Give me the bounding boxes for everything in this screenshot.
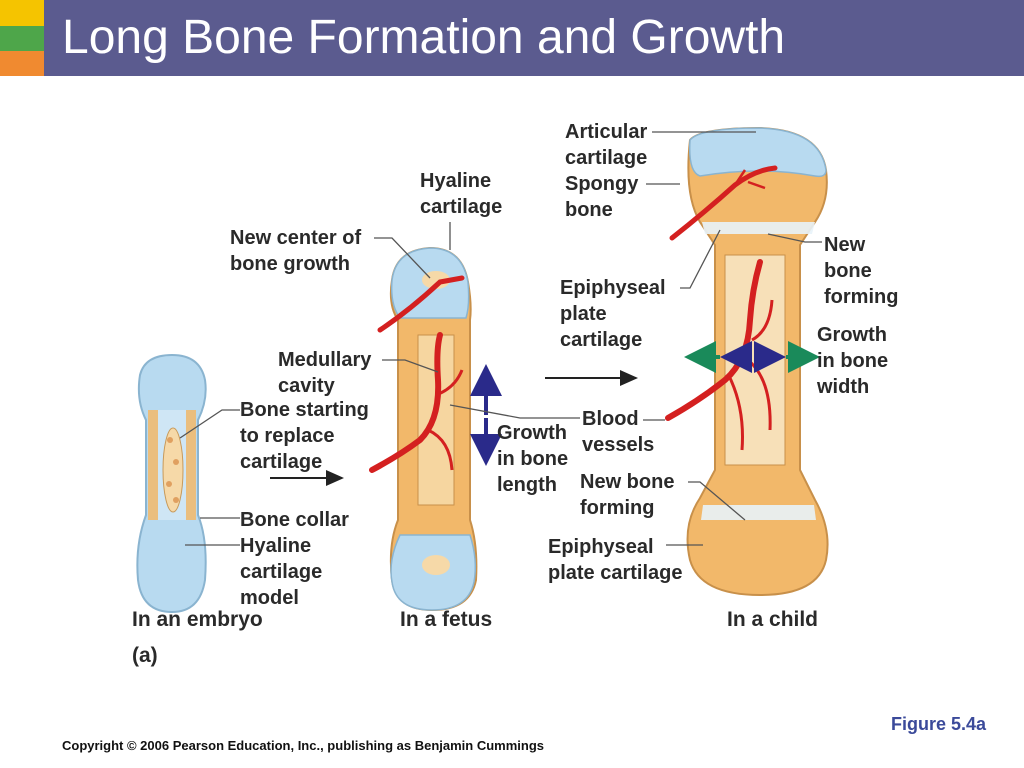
caption-embryo: In an embryo [132,608,263,631]
accent-square-orange [0,51,44,76]
label-bone-starting: Bone starting to replace cartilage [240,399,374,473]
label-hyaline-model: Hyaline cartilage model [240,535,328,609]
label-blood-vessels: Blood vessels [582,408,654,456]
caption-fetus: In a fetus [400,608,492,631]
accent-square-yellow [0,0,44,26]
label-growth-length: Growth in bone length [497,422,574,496]
slide-title: Long Bone Formation and Growth [62,11,786,64]
accent-square-green [0,26,44,51]
figure-reference: Figure 5.4a [890,714,986,734]
label-new-center: New center of bone growth [230,227,367,275]
label-epiphyseal-plate-lower: Epiphyseal plate cartilage [548,536,683,584]
caption-child: In a child [727,608,818,631]
label-new-bone-forming-upper: New bone forming [824,234,898,308]
label-medullary-cavity: Medullary cavity [278,349,377,397]
label-hyaline-cartilage: Hyaline cartilage [420,170,502,218]
label-articular-cartilage: Articular cartilage [565,121,653,169]
label-spongy-bone: Spongy bone [565,173,644,221]
child-bone [665,126,829,597]
embryo-bone [136,353,207,614]
panel-label: (a) [132,644,158,667]
leader-lines [179,131,822,546]
label-bone-collar: Bone collar [240,509,349,531]
label-growth-width: Growth in bone width [816,324,894,398]
label-new-bone-forming-lower: New bone forming [580,471,680,519]
label-epiphyseal-plate-upper: Epiphyseal plate cartilage [560,277,671,351]
title-bar [44,0,1024,76]
fetus-bone [369,246,478,612]
copyright-notice: Copyright © 2006 Pearson Education, Inc.… [62,738,544,753]
